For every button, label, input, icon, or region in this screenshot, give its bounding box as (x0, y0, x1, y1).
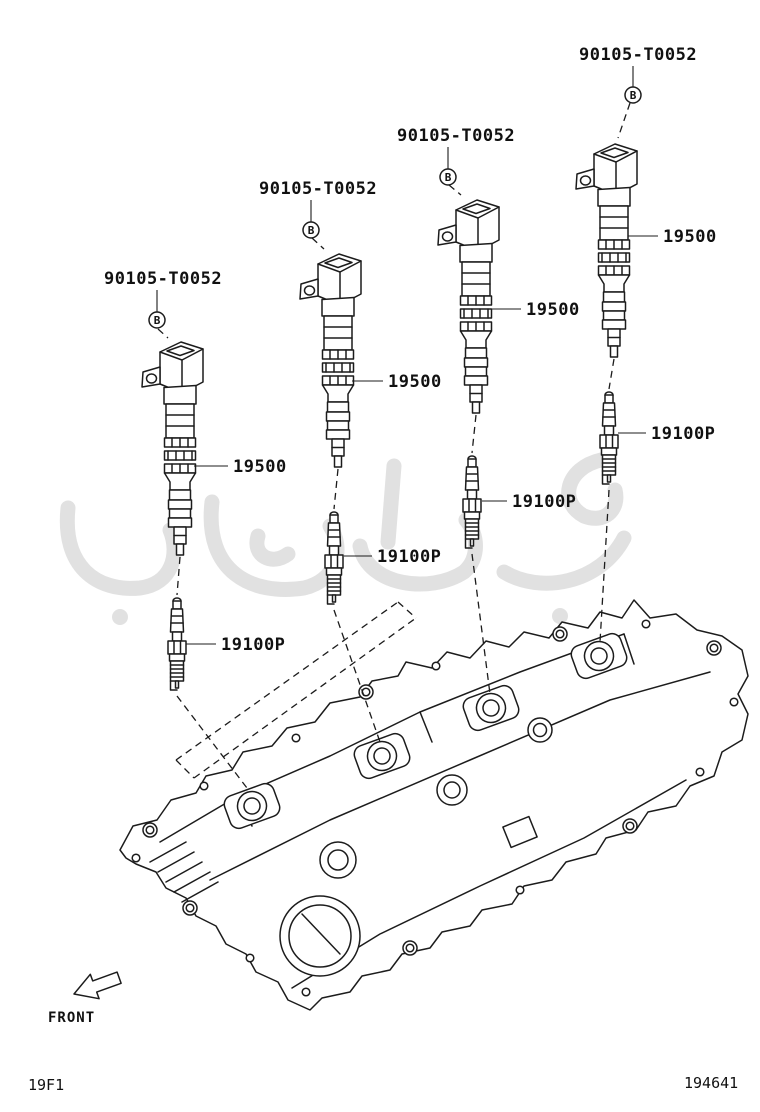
ignition-coil-3 (437, 199, 500, 414)
plug-tube-4 (570, 632, 628, 680)
bolt-callout-3: 90105-T0052 B (397, 126, 515, 186)
bolt-marker-letter: B (445, 171, 452, 184)
ignition-coil-4 (575, 143, 638, 358)
assembly-dashed-lines (157, 102, 631, 793)
front-label: FRONT (48, 1010, 95, 1026)
front-arrow-icon (73, 971, 122, 1000)
cover-bracket (502, 815, 538, 849)
coil-part-number[interactable]: 19500 (663, 227, 717, 247)
plug-tube-2 (353, 732, 411, 780)
coil-part-number[interactable]: 19500 (388, 372, 442, 392)
bolt-callout-1: 90105-T0052 B (104, 269, 222, 329)
plug-part-number[interactable]: 19100P (221, 635, 285, 655)
plug-callout-3: 19100P (482, 492, 576, 512)
ignition-coil-2 (299, 253, 362, 468)
plug-part-number[interactable]: 19100P (651, 424, 715, 444)
coil-callout-4: 19500 (628, 227, 717, 247)
cylinder-head-cover (119, 599, 749, 1011)
plug-part-number[interactable]: 19100P (512, 492, 576, 512)
spark-plug-2 (324, 511, 344, 605)
figure-number: 194641 (684, 1074, 738, 1092)
spark-plug-3 (462, 455, 482, 549)
coil-callout-2: 19500 (352, 372, 442, 392)
spark-plug-1 (167, 597, 187, 691)
coil-part-number[interactable]: 19500 (526, 300, 580, 320)
bolt-marker-balloon[interactable] (439, 168, 457, 186)
plug-part-number[interactable]: 19100P (377, 547, 441, 567)
front-indicator: FRONT (48, 971, 122, 1026)
plug-tube-1 (223, 782, 281, 830)
spark-plug-4 (599, 391, 619, 485)
cover-bolt-holes (131, 619, 739, 997)
bolt-callout-2: 90105-T0052 B (259, 179, 377, 239)
plug-callout-1: 19100P (186, 635, 285, 655)
coil-part-number[interactable]: 19500 (233, 457, 287, 477)
bolt-marker-letter: B (308, 224, 315, 237)
bolt-part-number[interactable]: 90105-T0052 (397, 126, 515, 146)
bolt-part-number[interactable]: 90105-T0052 (104, 269, 222, 289)
bolt-marker-balloon[interactable] (302, 221, 320, 239)
bolt-marker-letter: B (154, 314, 161, 327)
page-code: 19F1 (28, 1076, 64, 1094)
cover-boss (319, 717, 553, 879)
bolt-part-number[interactable]: 90105-T0052 (259, 179, 377, 199)
plug-tube-3 (462, 684, 520, 732)
ignition-coil-1 (141, 341, 204, 556)
bolt-part-number[interactable]: 90105-T0052 (579, 45, 697, 65)
bolt-marker-balloon[interactable] (624, 86, 642, 104)
bolt-callout-4: 90105-T0052 B (579, 45, 697, 104)
coil-callout-3: 19500 (490, 300, 580, 320)
oil-filler-cap (279, 895, 361, 977)
plug-callout-4: 19100P (618, 424, 715, 444)
coil-mounting-plane-dashed-outline (175, 601, 417, 779)
watermark (59, 452, 632, 625)
bolt-marker-balloon[interactable] (148, 311, 166, 329)
bolt-marker-letter: B (630, 89, 637, 102)
coil-callout-1: 19500 (194, 457, 287, 477)
plug-callout-2: 19100P (344, 547, 441, 567)
